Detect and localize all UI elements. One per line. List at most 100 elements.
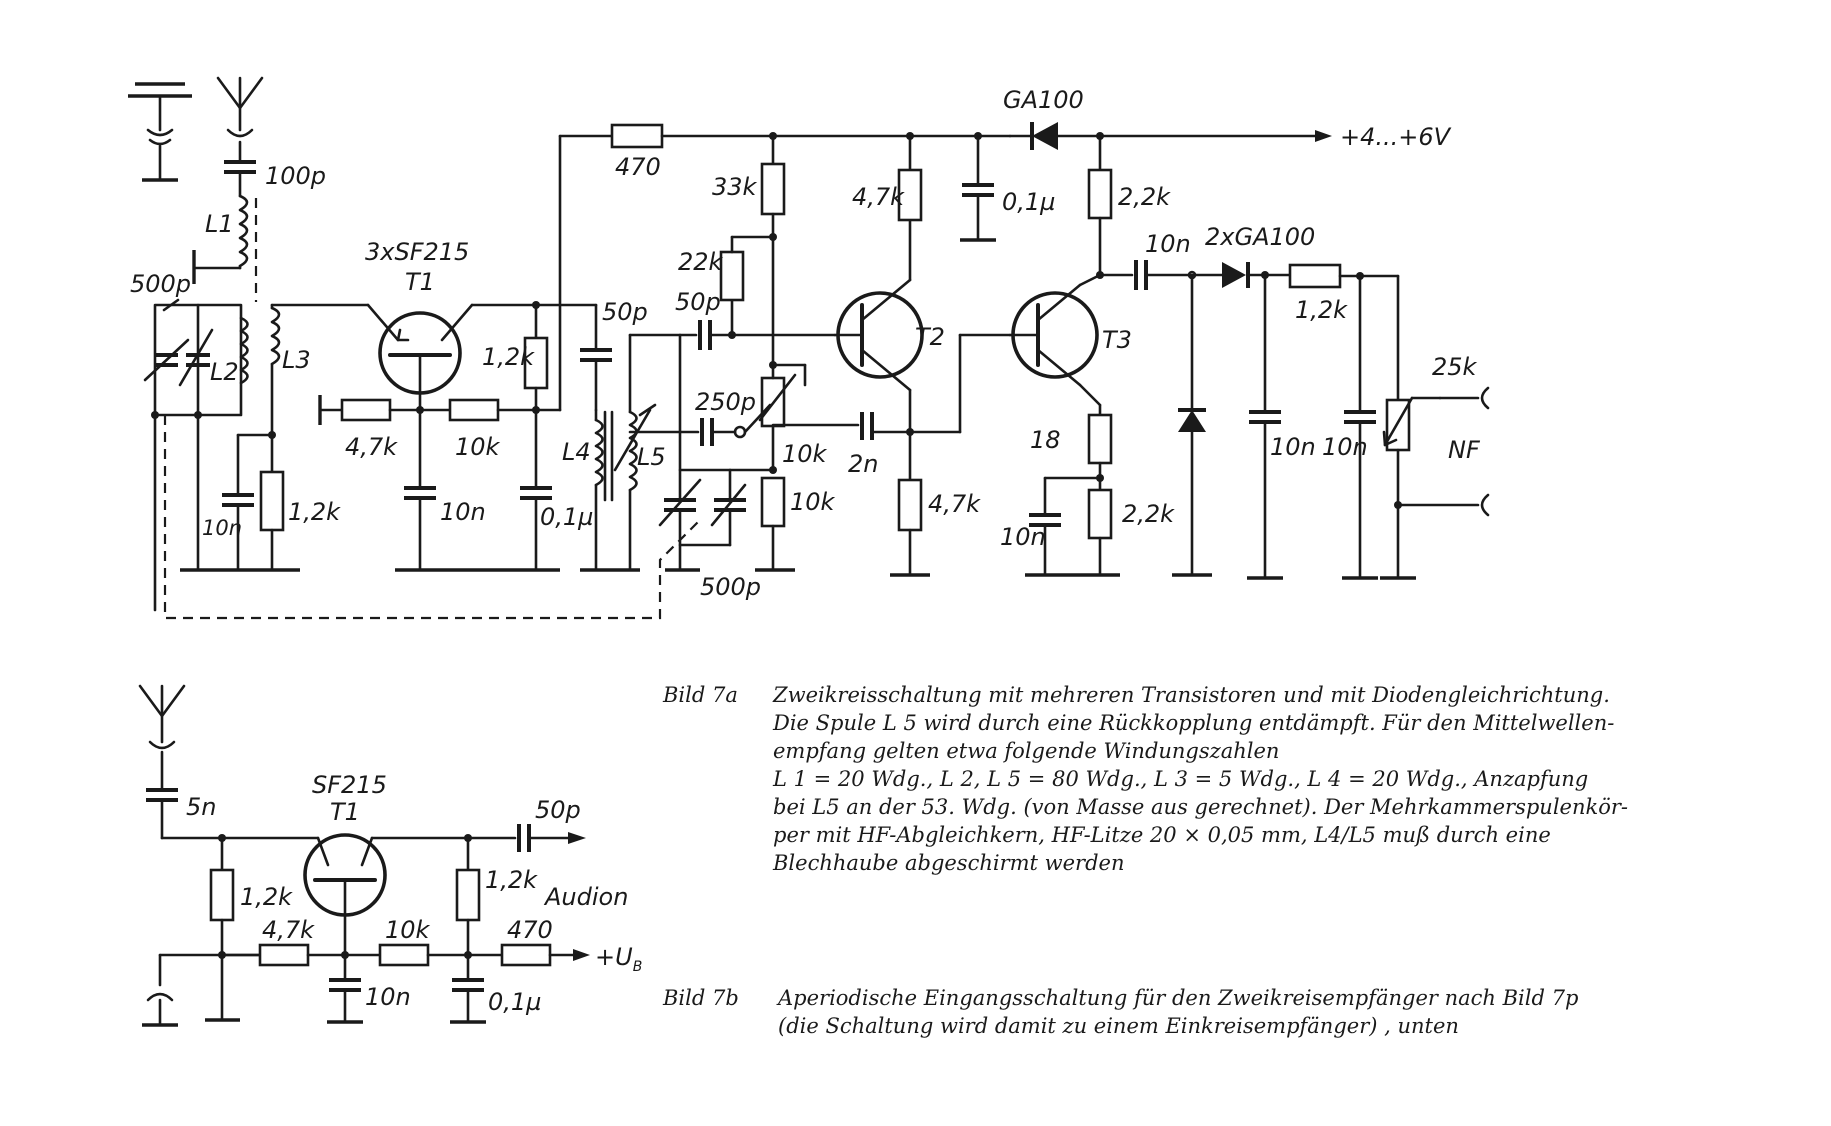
- caption-7a-line: per mit HF-Abgleichkern, HF-Litze 20 × 0…: [773, 823, 1551, 847]
- label-10n-t1: 10n: [440, 498, 486, 526]
- label-10n-b: 10n: [365, 983, 411, 1011]
- label-0-1u-t1: 0,1µ: [540, 503, 593, 531]
- caption-7b: Aperiodische Eingangsschaltung für den Z…: [778, 984, 1578, 1040]
- label-1-2k-left: 1,2k: [288, 498, 341, 526]
- label-250p: 250p: [695, 388, 756, 416]
- label-1-2k-b: 1,2k: [485, 866, 538, 894]
- transistor-t1-b: [303, 833, 470, 957]
- figure-7b: 5n 1,2k SF215 T1: [138, 684, 642, 1027]
- resistor-10k-t1: [448, 398, 538, 422]
- inductor-l5: [613, 333, 682, 572]
- caption-7a-line: bei L5 an der 53. Wdg. (von Masse aus ge…: [773, 795, 1629, 819]
- capacitor-10n-d2: [1342, 274, 1378, 580]
- caption-7a-line: Blechhaube abgeschirmt werden: [773, 851, 1125, 875]
- resistor-10k-low: [728, 468, 786, 572]
- label-4-7k-t2: 4,7k: [852, 183, 905, 211]
- label-t2: T2: [915, 323, 945, 351]
- potentiometer-10k: [758, 363, 807, 474]
- transistor-t2: [833, 218, 924, 434]
- label-t1-b: T1: [330, 798, 360, 826]
- resistor-10k-b: [378, 943, 504, 967]
- label-4-7k-t1: 4,7k: [345, 433, 398, 461]
- label-0-1u-b: 0,1µ: [488, 988, 541, 1016]
- label-10k-t1: 10k: [455, 433, 501, 461]
- capacitor-0-1u-b: [450, 953, 486, 1024]
- diode-2xga100: [1172, 262, 1292, 577]
- label-l5: L5: [637, 443, 666, 471]
- label-l4: L4: [562, 438, 591, 466]
- capacitor-10n-d1: [1247, 273, 1283, 580]
- resistor-1-2k-b: [455, 834, 481, 957]
- capacitor-50p-b: [678, 320, 837, 350]
- capacitor-10n-left: [222, 433, 274, 572]
- label-t1-type: 3xSF215: [365, 238, 469, 266]
- resistor-1-2k-left: [259, 433, 285, 572]
- capacitor-0-1u-top: [960, 132, 996, 242]
- capacitor-50p-a: [534, 303, 612, 412]
- resistor-470: [534, 123, 1012, 412]
- earth-ground-symbol: [128, 82, 192, 182]
- antenna-symbol: [216, 76, 264, 162]
- resistor-1-2k-t1: [523, 301, 549, 490]
- dashed-coupling-line: [163, 415, 701, 620]
- label-10n-t3: 10n: [1145, 230, 1191, 258]
- caption-7a: Zweikreisschaltung mit mehreren Transist…: [773, 681, 1628, 877]
- label-l1: L1: [205, 210, 234, 238]
- label-500p-left: 500p: [130, 270, 191, 298]
- inductor-l4: [594, 408, 614, 572]
- caption-7b-line: (die Schaltung wird damit zu einem Einkr…: [778, 1014, 1459, 1038]
- label-25k: 25k: [1432, 353, 1478, 381]
- label-t1: T1: [405, 268, 435, 296]
- caption-7a-line: L 1 = 20 Wdg., L 2, L 5 = 80 Wdg., L 3 =…: [773, 767, 1589, 791]
- resistor-4-7k-t2: [897, 132, 923, 222]
- label-10k-b: 10k: [385, 916, 431, 944]
- resistor-33k: [760, 132, 786, 369]
- label-audion: Audion: [543, 883, 628, 911]
- caption-7a-line: Die Spule L 5 wird durch eine Rückkopplu…: [773, 711, 1615, 735]
- label-0-1u-top: 0,1µ: [1002, 188, 1055, 216]
- resistor-2-2k-e3: [1087, 476, 1113, 577]
- label-33k: 33k: [712, 173, 758, 201]
- label-100p: 100p: [265, 162, 326, 190]
- capacitor-10n-e3: [1029, 476, 1102, 577]
- capacitor-100p: [224, 160, 256, 198]
- label-1-2k-t1: 1,2k: [482, 343, 535, 371]
- resistor-470-b: [500, 943, 590, 967]
- capacitor-5n: [146, 788, 320, 842]
- label-2-2k-e3: 2,2k: [1122, 500, 1175, 528]
- label-2xga100: 2xGA100: [1205, 223, 1315, 251]
- inductor-l3: [268, 303, 370, 439]
- figure-7a: 100p L1 500p L2: [128, 76, 1490, 620]
- capacitor-0-1u-t1: [520, 486, 552, 572]
- label-ga100: GA100: [1003, 86, 1084, 114]
- label-1-2k-a: 1,2k: [240, 883, 293, 911]
- label-22k: 22k: [678, 248, 724, 276]
- resistor-1-2k-a: [209, 836, 235, 1022]
- transistor-t1: [366, 303, 538, 410]
- resistor-18: [1087, 403, 1113, 482]
- label-500p-bottom: 500p: [700, 573, 761, 601]
- label-2-2k-t3: 2,2k: [1118, 183, 1171, 211]
- label-supply-b: +UB: [595, 943, 642, 975]
- capacitor-10n-b: [327, 953, 363, 1024]
- label-4-7k-t2e: 4,7k: [928, 490, 981, 518]
- inductor-l1: [192, 194, 258, 302]
- label-18: 18: [1030, 426, 1061, 454]
- caption-7a-line: Zweikreisschaltung mit mehreren Transist…: [773, 683, 1610, 707]
- resistor-4-7k-b: [220, 943, 382, 967]
- label-50p-out: 50p: [535, 796, 581, 824]
- label-nf: NF: [1448, 436, 1481, 464]
- label-50p-a: 50p: [602, 298, 648, 326]
- label-10k-low: 10k: [790, 488, 836, 516]
- caption-7b-line: Aperiodische Eingangsschaltung für den Z…: [778, 986, 1579, 1010]
- capacitor-10n-t3: [1098, 260, 1224, 290]
- caption-7b-title: Bild 7b: [663, 986, 739, 1010]
- label-10n-e3: 10n: [1000, 523, 1046, 551]
- label-sf215: SF215: [312, 771, 387, 799]
- caption-7a-title: Bild 7a: [663, 683, 738, 707]
- label-4-7k-b: 4,7k: [262, 916, 315, 944]
- potentiometer-25k: [1380, 274, 1490, 580]
- capacitor-10n-t1: [404, 408, 436, 572]
- label-l3: L3: [282, 346, 311, 374]
